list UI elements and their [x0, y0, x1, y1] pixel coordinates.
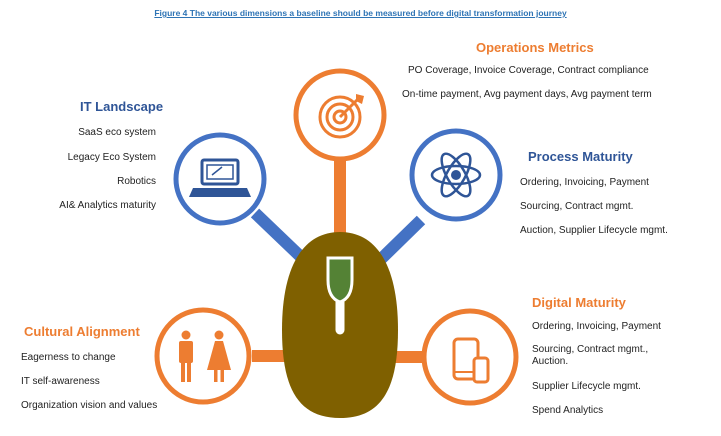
digital-circle: [421, 308, 519, 406]
digital-item-4: Spend Analytics: [532, 405, 604, 416]
cultural-circle: [154, 307, 252, 405]
digital-item-2: Sourcing, Contract mgmt., Auction.: [532, 344, 649, 367]
cultural-item-2: IT self-awareness: [21, 376, 100, 387]
digital-title: Digital Maturity: [532, 295, 626, 310]
it-item-4: AI& Analytics maturity: [59, 200, 156, 211]
digital-item-1: Ordering, Invoicing, Payment: [532, 321, 661, 332]
connector-process: [373, 215, 426, 267]
cultural-item-3: Organization vision and values: [21, 400, 158, 411]
operations-item-2: On-time payment, Avg payment days, Avg p…: [402, 89, 652, 100]
people-icon: [179, 330, 231, 382]
mouse-shape: [282, 232, 398, 418]
operations-circle: [293, 68, 387, 162]
process-title: Process Maturity: [528, 149, 633, 164]
it-title: IT Landscape: [80, 99, 164, 114]
process-item-1: Ordering, Invoicing, Payment: [520, 177, 649, 188]
atom-icon: [430, 152, 482, 198]
cultural-item-1: Eagerness to change: [21, 352, 116, 363]
process-circle: [409, 128, 503, 222]
process-item-2: Sourcing, Contract mgmt.: [520, 201, 634, 212]
laptop-icon: [189, 158, 251, 197]
figure-caption: Figure 4 The various dimensions a baseli…: [154, 8, 567, 18]
operations-item-1: PO Coverage, Invoice Coverage, Contract …: [408, 65, 649, 76]
devices-icon: [452, 337, 490, 384]
target-icon: [318, 94, 364, 139]
process-item-3: Auction, Supplier Lifecycle mgmt.: [520, 225, 668, 236]
digital-item-3: Supplier Lifecycle mgmt.: [532, 381, 641, 392]
connector-it: [250, 208, 307, 263]
mouse-scroll-wheel: [326, 256, 354, 304]
cultural-title: Cultural Alignment: [24, 324, 140, 339]
it-item-2: Legacy Eco System: [67, 152, 156, 163]
it-item-3: Robotics: [117, 176, 156, 187]
operations-title: Operations Metrics: [476, 40, 594, 55]
it-item-1: SaaS eco system: [78, 127, 156, 138]
it-circle: [173, 132, 267, 226]
